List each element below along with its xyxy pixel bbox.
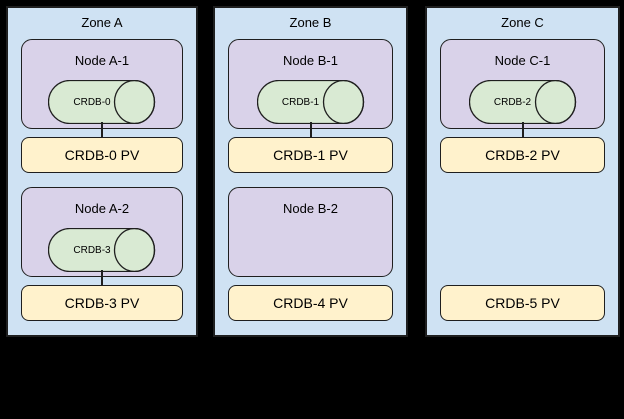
connector-crdb-3 — [101, 270, 103, 286]
pod-crdb-0: CRDB-0 — [48, 80, 156, 124]
zone-b-label: Zone B — [289, 15, 332, 30]
pod-crdb-2: CRDB-2 — [468, 80, 577, 124]
zone-a-label: Zone A — [81, 15, 123, 30]
connector-crdb-2 — [521, 122, 524, 138]
node-b-2: Node B-2 — [228, 187, 393, 277]
zone-a: Zone A Node A-1 CRDB-0 CRDB-0 PV Node A-… — [6, 6, 198, 337]
node-b-1: Node B-1 CRDB-1 — [228, 39, 393, 129]
cylinder-shape-icon — [256, 80, 364, 124]
pv-crdb-4-label: CRDB-4 PV — [273, 295, 348, 311]
pv-crdb-1: CRDB-1 PV — [228, 137, 393, 173]
pv-crdb-2: CRDB-2 PV — [440, 137, 605, 173]
node-a-1-label: Node A-1 — [74, 53, 130, 68]
node-b-1-label: Node B-1 — [283, 53, 338, 68]
pv-crdb-1-label: CRDB-1 PV — [273, 147, 348, 163]
node-c-1-label: Node C-1 — [494, 53, 551, 68]
pv-crdb-5-label: CRDB-5 PV — [485, 295, 560, 311]
pv-crdb-3-label: CRDB-3 PV — [64, 295, 140, 311]
node-a-2: Node A-2 CRDB-3 — [21, 187, 183, 277]
cylinder-shape-icon — [48, 80, 156, 124]
zone-b: Zone B Node B-1 CRDB-1 CRDB-1 PV Node B-… — [213, 6, 408, 337]
pod-crdb-0-label: CRDB-0 — [73, 96, 111, 108]
node-c-1: Node C-1 CRDB-2 — [440, 39, 605, 129]
node-b-2-label: Node B-2 — [283, 201, 338, 216]
node-a-1: Node A-1 CRDB-0 — [21, 39, 183, 129]
cylinder-shape-icon — [48, 228, 156, 272]
node-a-2-label: Node A-2 — [74, 201, 130, 216]
pod-crdb-3-label: CRDB-3 — [73, 244, 111, 256]
pv-crdb-2-label: CRDB-2 PV — [485, 147, 560, 163]
pv-crdb-0: CRDB-0 PV — [21, 137, 183, 173]
zone-c-label: Zone C — [501, 15, 544, 30]
pod-crdb-1-label: CRDB-1 — [281, 96, 320, 108]
zone-c: Zone C Node C-1 CRDB-2 CRDB-2 PV CRDB-5 … — [425, 6, 620, 337]
pod-crdb-2-label: CRDB-2 — [493, 96, 532, 108]
pv-crdb-3: CRDB-3 PV — [21, 285, 183, 321]
connector-crdb-0 — [101, 122, 103, 138]
pod-crdb-3: CRDB-3 — [48, 228, 156, 272]
pv-crdb-0-label: CRDB-0 PV — [64, 147, 140, 163]
connector-crdb-1 — [309, 122, 312, 138]
pv-crdb-5: CRDB-5 PV — [440, 285, 605, 321]
cylinder-shape-icon — [468, 80, 576, 124]
pod-crdb-1: CRDB-1 — [256, 80, 365, 124]
pv-crdb-4: CRDB-4 PV — [228, 285, 393, 321]
